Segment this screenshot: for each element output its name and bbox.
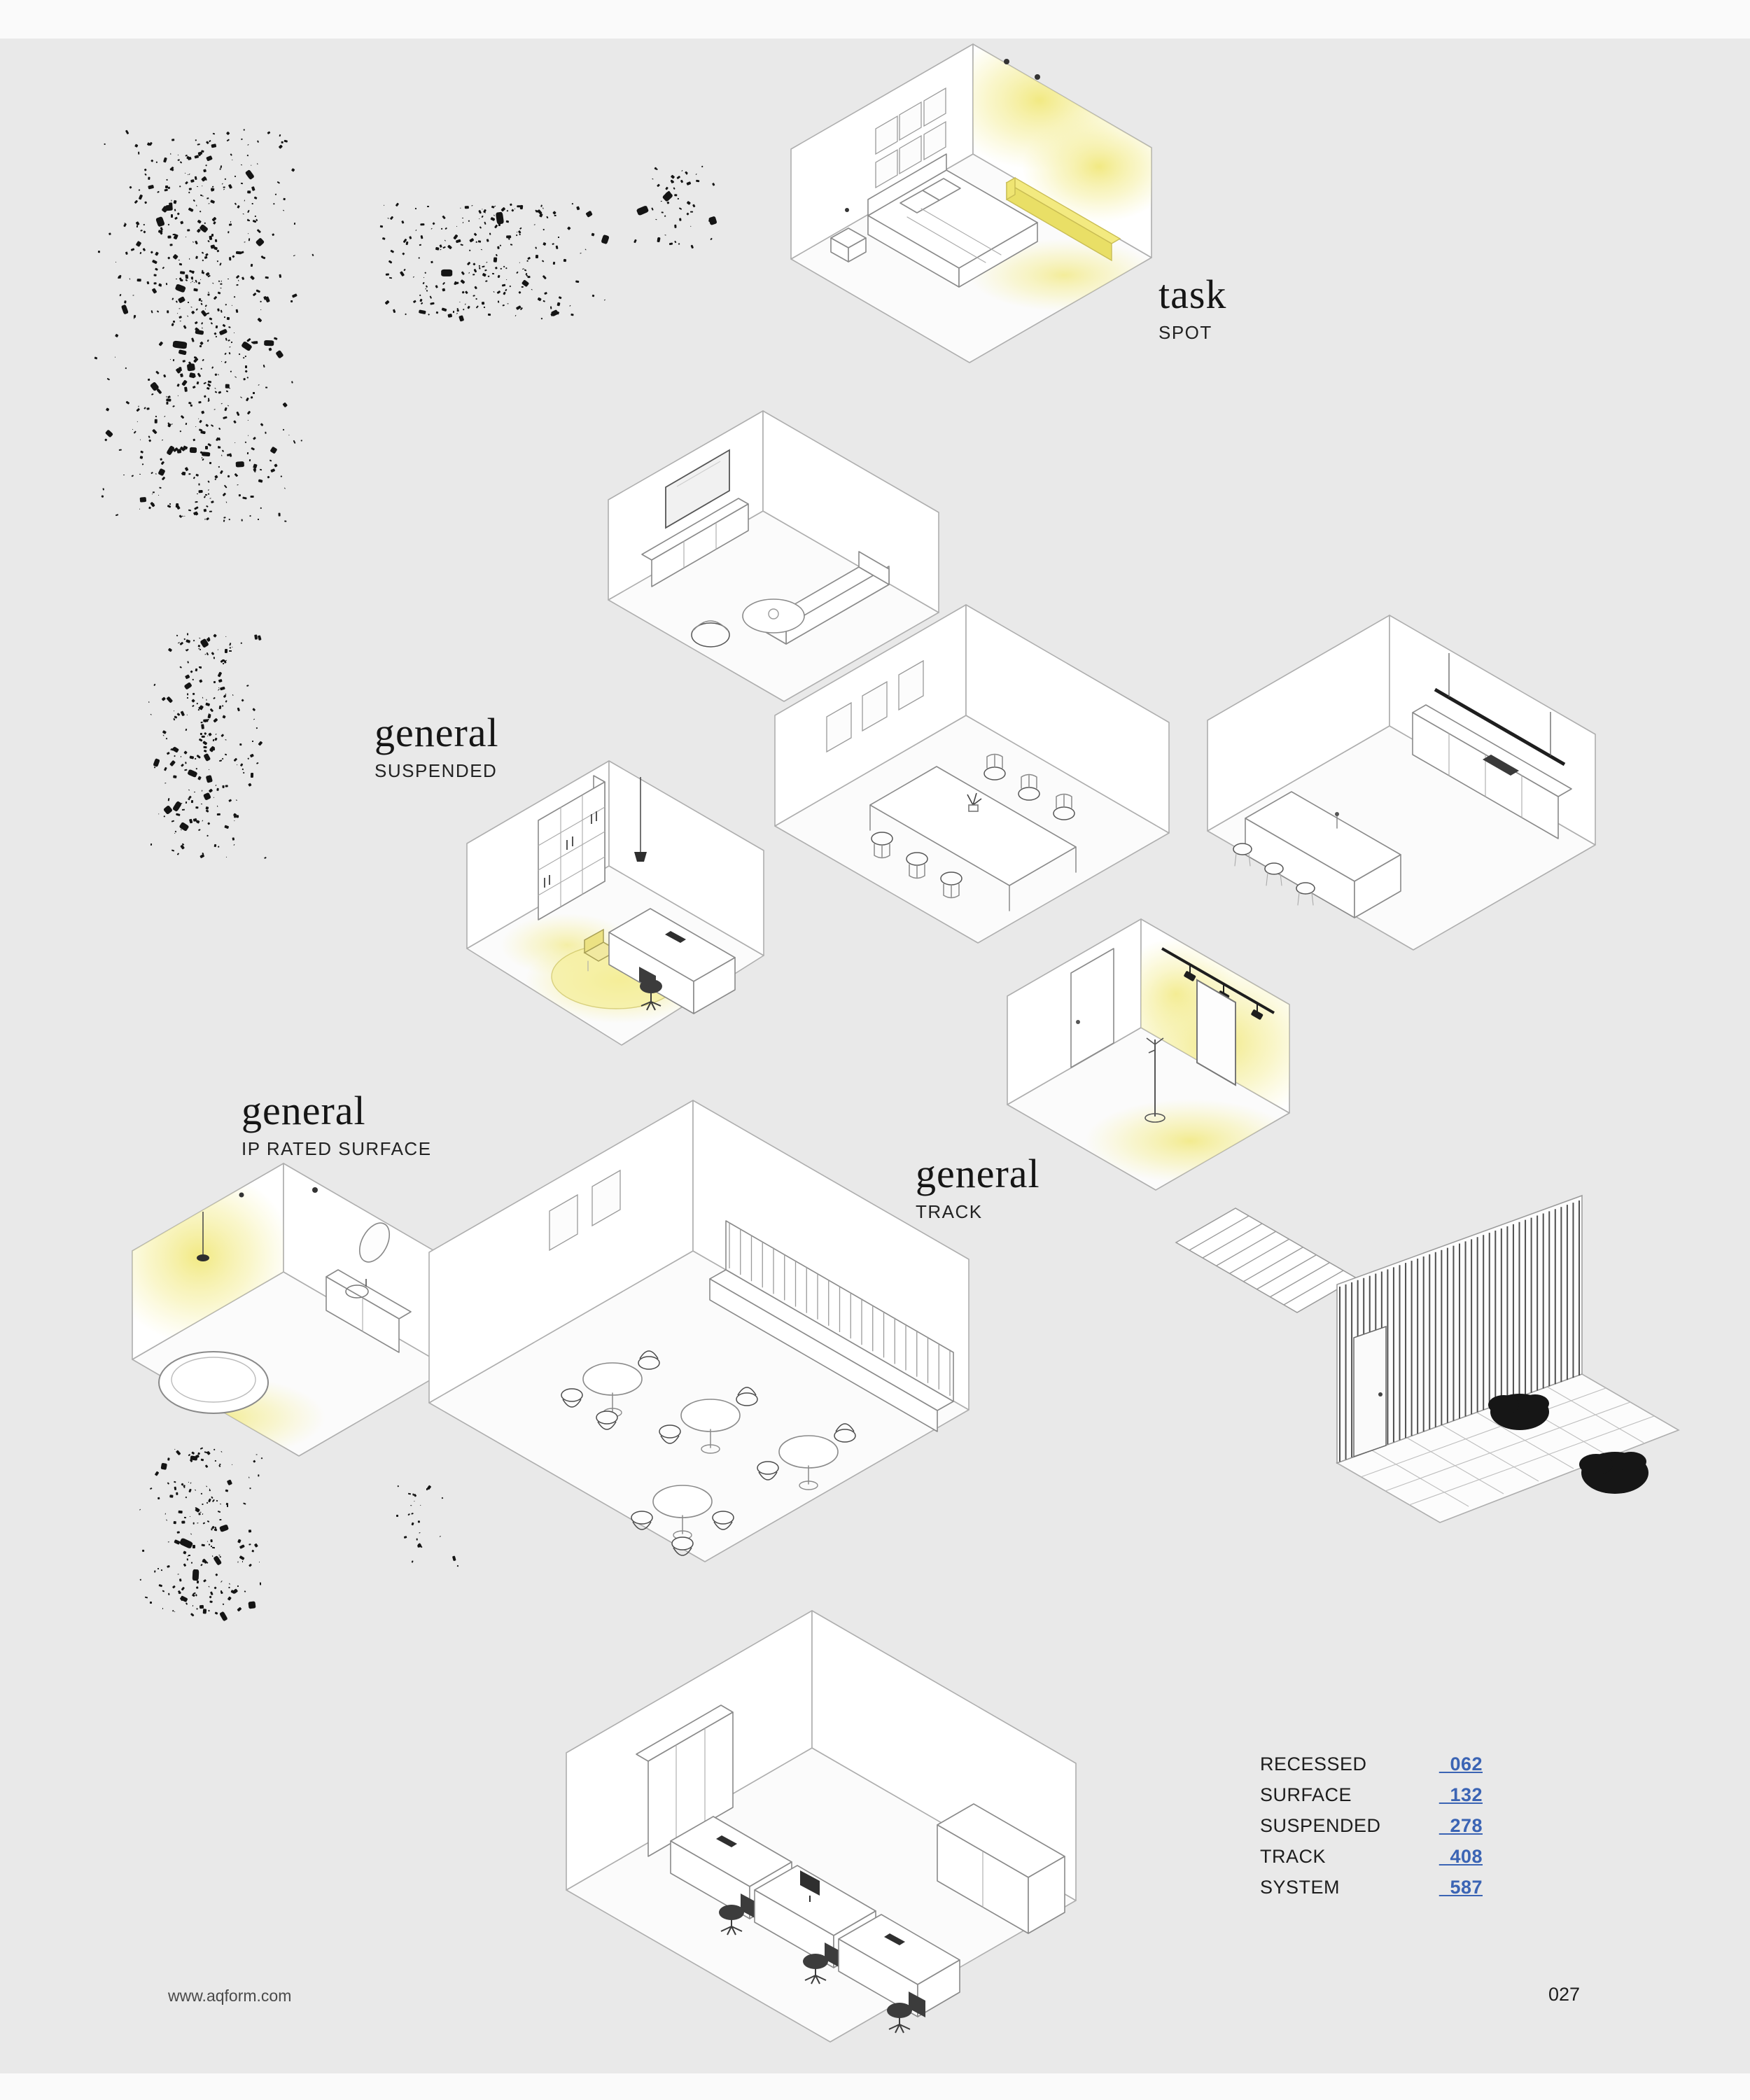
headboard-wall-panels <box>875 87 946 189</box>
bar-stools <box>1233 843 1315 906</box>
ink-speckle-texture <box>634 164 718 249</box>
label-subtitle: IP RATED SURFACE <box>241 1138 432 1159</box>
label-title: task <box>1158 272 1227 317</box>
basin <box>345 1284 369 1298</box>
office-chair <box>887 1991 925 2033</box>
wall-cabinet <box>636 1704 734 1857</box>
entrance-door <box>1353 1325 1387 1458</box>
label-task-spot: task SPOT <box>1158 274 1226 344</box>
index-row-system: SYSTEM _587 <box>1260 1877 1483 1907</box>
pendant-light <box>197 1212 209 1261</box>
bathtub <box>158 1351 269 1414</box>
kitchen-island <box>1245 791 1401 918</box>
index-label: SURFACE <box>1260 1784 1352 1805</box>
office-chair <box>639 967 662 1011</box>
staircase <box>1175 1208 1358 1313</box>
illustration-room-kitchen <box>1176 606 1617 969</box>
illustration-room-track <box>980 910 1302 1274</box>
door <box>1070 948 1114 1068</box>
ink-speckle-texture <box>379 202 610 322</box>
tv-screen <box>665 449 730 529</box>
label-subtitle: SPOT <box>1158 322 1212 343</box>
table-plant <box>967 792 982 812</box>
label-subtitle: TRACK <box>916 1201 983 1222</box>
index-page-link[interactable]: _408 <box>1438 1846 1483 1867</box>
armchair <box>691 620 730 648</box>
bed <box>867 153 1038 288</box>
sideboard <box>641 498 749 587</box>
illustration-room-bathroom <box>98 1152 462 1508</box>
index-label: SYSTEM <box>1260 1877 1340 1898</box>
index-row-surface: SURFACE _132 <box>1260 1784 1483 1815</box>
index-page-link[interactable]: _062 <box>1438 1754 1483 1774</box>
wall-spot <box>239 1192 244 1198</box>
index-label: RECESSED <box>1260 1754 1367 1774</box>
laptop <box>665 931 686 943</box>
label-general-suspended: general SUSPENDED <box>374 713 499 782</box>
dining-chairs <box>871 753 1075 899</box>
index-label: SUSPENDED <box>1260 1815 1381 1836</box>
illustration-room-open-office <box>500 1600 1124 2065</box>
office-chair <box>803 1942 841 1984</box>
page-bottom-margin <box>0 2073 1750 2100</box>
suspended-pendant-lamp <box>634 777 647 862</box>
wall-shelf-lit <box>1005 176 1121 262</box>
vanity <box>326 1269 412 1353</box>
label-general-track: general TRACK <box>916 1154 1040 1223</box>
illustration-room-dining-room <box>742 595 1190 959</box>
desk <box>608 908 736 1014</box>
page-number: 027 <box>1548 1984 1581 2005</box>
oval-mirror <box>358 1222 391 1263</box>
books <box>544 811 597 888</box>
wall-frames <box>549 1169 621 1252</box>
coffee-table <box>742 598 805 634</box>
illustration-room-bedroom <box>763 34 1162 363</box>
bush <box>1579 1452 1648 1494</box>
label-general-ip-rated-surface: general IP RATED SURFACE <box>241 1091 432 1160</box>
index-row-suspended: SUSPENDED _278 <box>1260 1815 1483 1846</box>
index-row-recessed: RECESSED _062 <box>1260 1754 1483 1784</box>
ink-speckle-texture <box>94 129 314 522</box>
cafe-bench <box>709 1220 954 1432</box>
ink-speckle-texture <box>148 633 267 860</box>
index-page-link[interactable]: _278 <box>1438 1815 1483 1836</box>
ceiling-spots <box>1004 59 1040 80</box>
cooktop <box>1483 755 1519 776</box>
illustration-room-cafe <box>382 1088 1004 1578</box>
kitchen-cabinets <box>1412 704 1572 839</box>
ceiling-spot <box>312 1187 318 1193</box>
cafe-tables <box>582 1362 839 1540</box>
floor-cabinet <box>937 1803 1065 1934</box>
index-page-link[interactable]: _132 <box>1438 1784 1483 1805</box>
index-list: RECESSED _062 SURFACE _132 SUSPENDED _27… <box>1260 1754 1483 1907</box>
leaning-mirror <box>1196 979 1236 1086</box>
illustration-room-living-room <box>570 402 952 714</box>
desk-workstation <box>838 1914 960 2033</box>
tiled-courtyard <box>1336 1373 1680 1523</box>
laptop <box>716 1835 737 1847</box>
nightstand <box>830 208 867 262</box>
bush <box>1488 1394 1549 1430</box>
index-page-link[interactable]: _587 <box>1438 1877 1483 1898</box>
illustration-entrance-exterior <box>1169 1176 1680 1638</box>
index-label: TRACK <box>1260 1846 1326 1867</box>
monitor <box>800 1870 820 1896</box>
label-subtitle: SUSPENDED <box>374 760 498 781</box>
laptop <box>884 1933 905 1945</box>
office-chair <box>719 1893 757 1935</box>
bookshelf <box>538 775 606 920</box>
page-top-margin <box>0 0 1750 38</box>
cafe-chairs <box>561 1350 856 1556</box>
label-title: general <box>241 1088 366 1133</box>
illustration-room-home-office <box>441 752 777 1102</box>
label-title: general <box>374 710 499 755</box>
linear-pendant-lamp <box>1434 653 1566 766</box>
index-row-track: TRACK _408 <box>1260 1846 1483 1877</box>
website-url: www.aqform.com <box>168 1987 292 2005</box>
coat-stand <box>1144 1037 1166 1123</box>
wall-frames <box>826 659 924 753</box>
dining-table <box>869 766 1077 911</box>
label-title: general <box>916 1151 1040 1196</box>
